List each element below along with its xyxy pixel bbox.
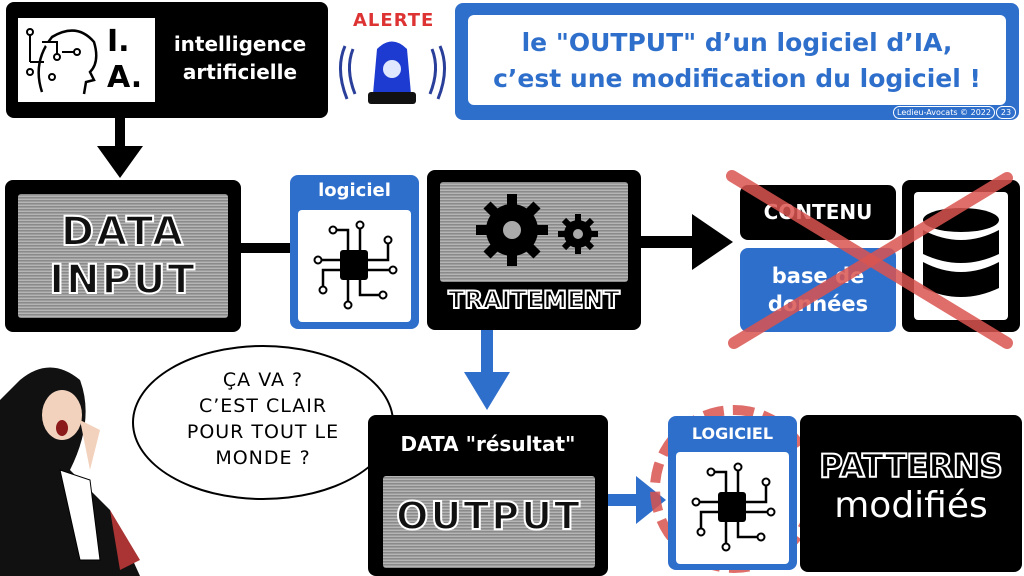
chip-icon [298,210,411,322]
brain-circuit-icon [26,28,98,95]
patterns-box: PATTERNS modifiés [800,415,1022,572]
ia-label-line1: intelligence [173,32,307,56]
gears-icon [476,194,598,266]
data-input-line1: DATA [60,208,186,256]
chip-icon-2 [676,452,789,564]
connector-line [240,243,292,253]
bubble-line4: MONDE ? [215,447,311,469]
logiciel-modified-label: LOGICIEL [691,424,774,443]
alert-siren-icon: ALERTE [335,4,450,108]
title-box: le "OUTPUT" d’un logiciel d’IA, c’est un… [468,15,1006,105]
bubble-line2: C’EST CLAIR [198,395,328,417]
title-line2: c’est une modification du logiciel ! [493,64,981,93]
character-illustration [0,367,140,576]
logiciel-label: logiciel [318,180,391,201]
bubble-line3: POUR TOUT LE [186,421,340,443]
ia-letters: I. A. [107,24,143,95]
output-panel: OUTPUT [383,476,595,568]
resultat-label: DATA "résultat" [400,432,576,456]
bubble-line1: ÇA VA ? [222,369,304,391]
patterns-label: PATTERNS [818,446,1004,486]
arrow-down-icon [97,118,143,178]
ia-logo: I. A. [18,18,155,102]
copyright: Ledieu-Avocats © 2022 [893,106,995,119]
title-line1: le "OUTPUT" d’un logiciel d’IA, [521,28,953,57]
cross-out-icon [726,170,1013,349]
data-input-panel: DATA INPUT [18,194,228,318]
database-icon [923,208,999,297]
data-input-line2: INPUT [48,256,197,304]
arrow-right-icon [640,214,733,270]
modifies-label: modifiés [834,485,988,526]
alert-label: ALERTE [353,10,435,31]
arrow-down-blue-icon [464,330,510,410]
page-number: 23 [996,106,1016,119]
output-label: OUTPUT [395,493,582,539]
gears-panel [440,182,628,282]
speech-bubble: ÇA VA ? C’EST CLAIR POUR TOUT LE MONDE ? [132,345,394,500]
ia-label-line2: artificielle [182,60,298,84]
traitement-label: TRAITEMENT [447,285,621,315]
